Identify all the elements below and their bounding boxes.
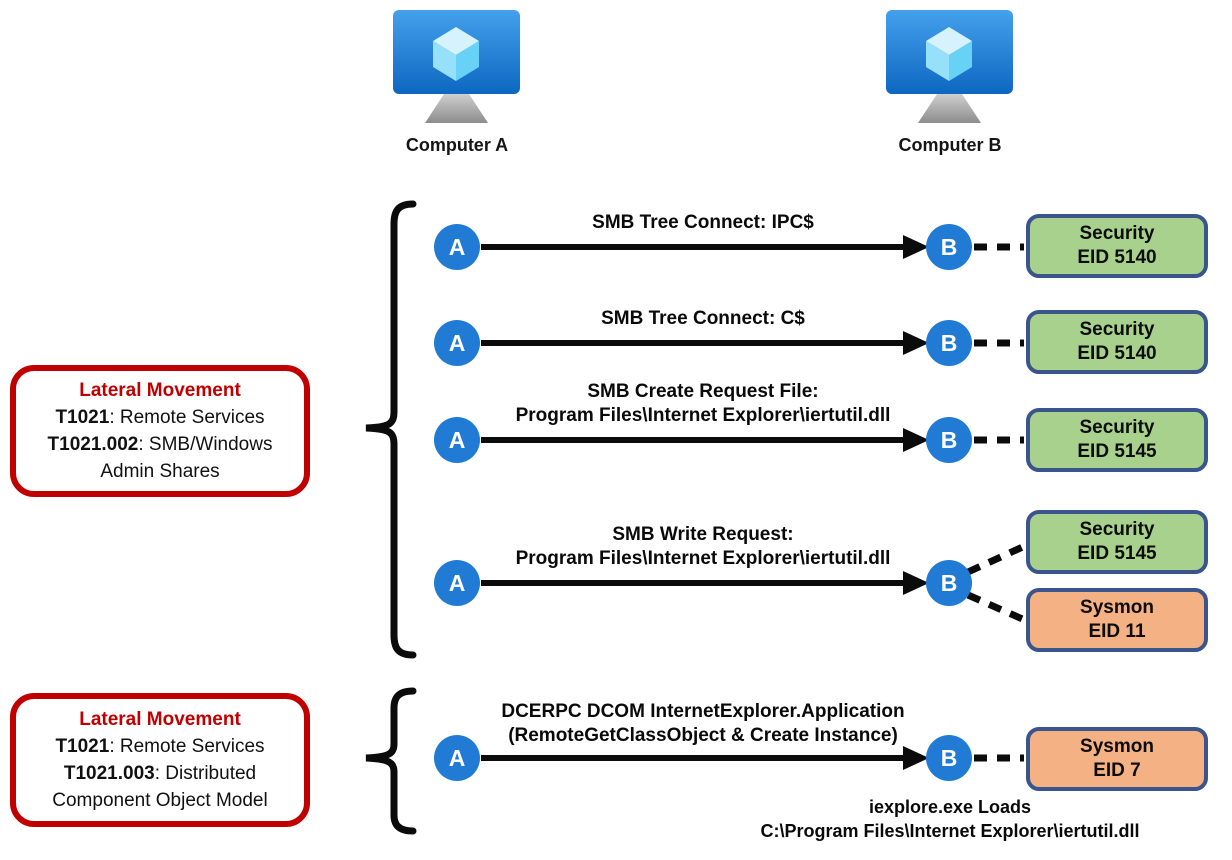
arrow-row-2 — [481, 331, 929, 355]
node-b-row-2: B — [926, 320, 972, 366]
footnote: iexplore.exe Loads C:\Program Files\Inte… — [720, 795, 1180, 843]
node-a-row-5: A — [434, 735, 480, 781]
technique-id: T1021 — [55, 407, 110, 428]
technique-name: : Remote Services — [109, 736, 265, 757]
subtechnique-name: : SMB/Windows Admin Shares — [100, 434, 273, 482]
flow-label-2: SMB Tree Connect: C$ — [478, 307, 928, 331]
tactic-box-dcom-text: Lateral Movement T1021: Remote Services … — [25, 706, 295, 814]
tactic-box-smb: Lateral Movement T1021: Remote Services … — [10, 365, 310, 497]
computer-b-label: Computer B — [898, 135, 1002, 155]
tactic-title: Lateral Movement — [79, 709, 241, 730]
flow-label-1: SMB Tree Connect: IPC$ — [478, 211, 928, 235]
event-id: EID 5140 — [1077, 247, 1157, 268]
event-id: EID 5145 — [1077, 543, 1157, 564]
technique-id: T1021 — [55, 736, 110, 757]
dash-row-4-down — [966, 591, 1029, 625]
monitor-stand — [425, 94, 488, 123]
tactic-box-dcom: Lateral Movement T1021: Remote Services … — [10, 693, 310, 827]
footnote-line: iexplore.exe Loads — [868, 797, 1032, 817]
computer-a-label: Computer A — [405, 135, 509, 155]
event-id: EID 5140 — [1077, 343, 1157, 364]
event-log: Security — [1079, 519, 1155, 540]
subtechnique-name: : Distributed Component Object Model — [52, 763, 268, 811]
brace-group-smb — [365, 200, 417, 659]
tactic-title: Lateral Movement — [79, 380, 241, 401]
node-b-row-1: B — [926, 224, 972, 270]
event-box-sysmon-7: Sysmon EID 7 — [1026, 727, 1208, 791]
flow-label-line: SMB Tree Connect: IPC$ — [592, 212, 814, 233]
node-b-row-5: B — [926, 735, 972, 781]
flow-label-line: SMB Write Request: — [612, 524, 794, 545]
event-log: Sysmon — [1080, 736, 1154, 757]
node-a-row-2: A — [434, 320, 480, 366]
event-log: Sysmon — [1080, 597, 1154, 618]
technique-line: T1021: Remote Services — [25, 733, 295, 760]
subtechnique-line: T1021.003: Distributed Component Object … — [25, 760, 295, 814]
subtechnique-id: T1021.003 — [63, 763, 155, 784]
tactic-box-smb-text: Lateral Movement T1021: Remote Services … — [25, 377, 295, 485]
computer-a-icon — [393, 10, 520, 123]
brace-group-dcom — [365, 687, 417, 835]
event-box-security-5140-row2: Security EID 5140 — [1026, 310, 1208, 374]
computer-b-icon — [886, 10, 1013, 123]
event-log: Security — [1079, 319, 1155, 340]
event-box-sysmon-11: Sysmon EID 11 — [1026, 588, 1208, 652]
flow-label-line: DCERPC DCOM InternetExplorer.Application — [501, 701, 905, 722]
event-box-security-5140-row1: Security EID 5140 — [1026, 214, 1208, 278]
dash-row-4-up — [966, 541, 1029, 576]
flow-label-5: DCERPC DCOM InternetExplorer.Application… — [478, 700, 928, 748]
flow-label-line: SMB Tree Connect: C$ — [601, 308, 805, 329]
event-id: EID 5145 — [1077, 441, 1157, 462]
event-box-security-5145-row3: Security EID 5145 — [1026, 408, 1208, 472]
flow-label-line: (RemoteGetClassObject & Create Instance) — [508, 725, 898, 746]
event-id: EID 7 — [1093, 760, 1141, 781]
footnote-line: C:\Program Files\Internet Explorer\iertu… — [760, 821, 1140, 841]
event-log: Security — [1079, 223, 1155, 244]
node-a-row-1: A — [434, 224, 480, 270]
cube-icon — [926, 27, 972, 81]
flow-label-line: Program Files\Internet Explorer\iertutil… — [515, 405, 891, 426]
subtechnique-line: T1021.002: SMB/Windows Admin Shares — [25, 431, 295, 485]
flow-label-line: SMB Create Request File: — [587, 381, 819, 402]
flow-label-3: SMB Create Request File: Program Files\I… — [478, 380, 928, 428]
technique-name: : Remote Services — [109, 407, 265, 428]
arrow-row-4 — [481, 571, 929, 595]
technique-line: T1021: Remote Services — [25, 404, 295, 431]
arrow-row-3 — [481, 428, 929, 452]
node-b-row-3: B — [926, 417, 972, 463]
monitor-stand — [918, 94, 981, 123]
node-a-row-3: A — [434, 417, 480, 463]
arrow-row-1 — [481, 235, 929, 259]
flow-label-4: SMB Write Request: Program Files\Interne… — [478, 523, 928, 571]
cube-icon — [433, 27, 479, 81]
node-b-row-4: B — [926, 560, 972, 606]
arrow-row-5 — [481, 746, 929, 770]
event-log: Security — [1079, 417, 1155, 438]
flow-label-line: Program Files\Internet Explorer\iertutil… — [515, 548, 891, 569]
subtechnique-id: T1021.002 — [47, 434, 139, 455]
event-id: EID 11 — [1088, 621, 1146, 642]
event-box-security-5145-row4: Security EID 5145 — [1026, 510, 1208, 574]
node-a-row-4: A — [434, 560, 480, 606]
